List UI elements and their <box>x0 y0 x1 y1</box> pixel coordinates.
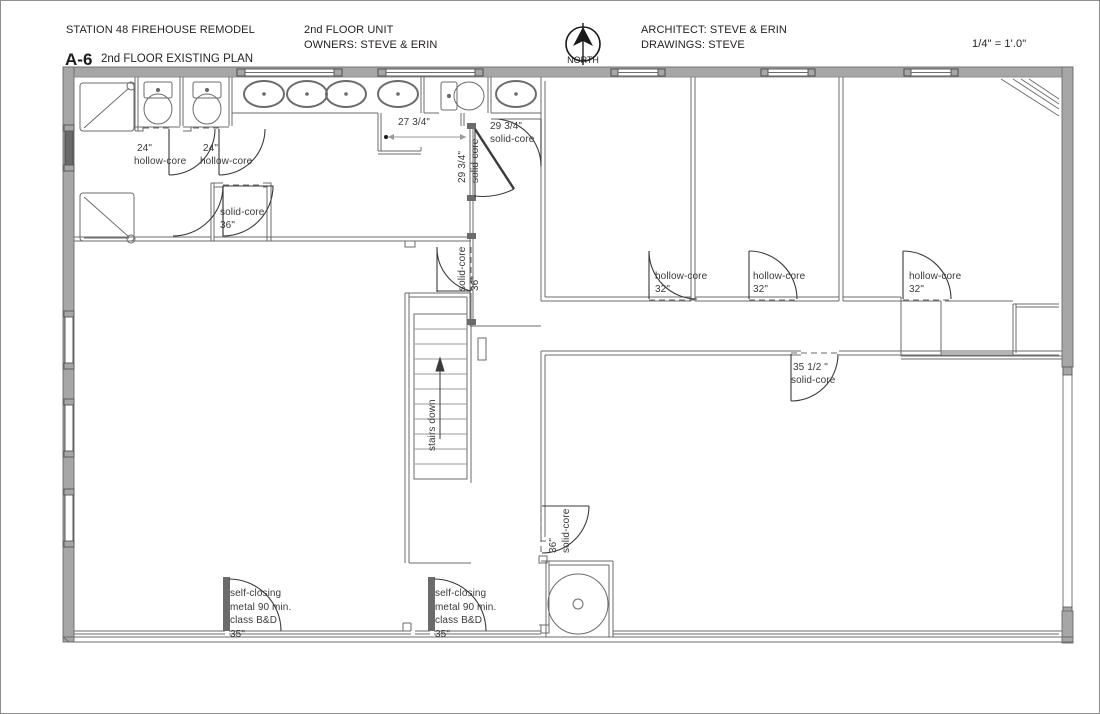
door-label-mid-size: 29 3/4" <box>490 121 523 132</box>
door-swings <box>143 118 952 632</box>
door-label-r1-type: hollow-core <box>655 271 708 282</box>
door-label-midright-type: solid-core <box>791 375 836 386</box>
fire-door-1-line4: 35" <box>230 628 245 640</box>
fire-door-2-line4: 35" <box>435 628 450 640</box>
dimension-line <box>384 134 466 140</box>
door-label-vert-type: solid-core <box>470 138 481 183</box>
shower-fixtures <box>79 81 136 244</box>
fire-door-1-line1: self-closing <box>230 588 282 599</box>
top-wall-windows <box>236 68 959 77</box>
door-label-stair-size: 36" <box>470 276 481 291</box>
scale-label: 1/4" = 1'.0" <box>972 38 1027 50</box>
door-label-hall-size: 36" <box>220 220 235 231</box>
door-label-r2-type: hollow-core <box>753 271 806 282</box>
sheet-number: A-6 <box>65 50 93 69</box>
fire-door-2-line2: metal 90 min. <box>435 601 497 613</box>
door-label-mid-type: solid-core <box>490 134 535 145</box>
door-label-wc2-type: hollow-core <box>200 156 253 167</box>
door-label-hall-type: solid-core <box>220 207 265 218</box>
door-label-midright-size: 35 1/2 " <box>793 362 828 373</box>
north-label: NORTH <box>567 55 599 65</box>
fire-door-label-1: self-closing metal 90 min. class B&D 35" <box>230 587 291 641</box>
door-label-stair-type: solid-core <box>457 246 468 291</box>
page-title: 2nd FLOOR EXISTING PLAN <box>101 53 254 65</box>
sink-fixtures <box>243 80 537 108</box>
toilet-fixtures <box>143 81 485 125</box>
stairs-label: stairs down <box>427 399 438 451</box>
door-label-r3-type: hollow-core <box>909 271 962 282</box>
door-label-r2-size: 32" <box>753 284 768 295</box>
left-wall-windows <box>63 124 75 548</box>
fire-door-label-2: self-closing metal 90 min. class B&D 35" <box>435 587 496 641</box>
dimension-label-lav: 27 3/4" <box>398 117 431 128</box>
door-label-r3-size: 32" <box>909 284 924 295</box>
owners-label: OWNERS: STEVE & ERIN <box>304 39 438 51</box>
sink-drains <box>262 92 518 96</box>
north-arrow-icon <box>562 19 604 69</box>
door-label-wc1-type: hollow-core <box>134 156 187 167</box>
project-title: STATION 48 FIREHOUSE REMODEL <box>66 24 255 36</box>
interior-partitions <box>74 77 1062 637</box>
architect-label: ARCHITECT: STEVE & ERIN <box>641 24 787 36</box>
door-label-wc1-size: 24" <box>137 143 152 154</box>
drawings-label: DRAWINGS: STEVE <box>641 39 745 51</box>
fire-door-2-line3: class B&D <box>435 615 483 626</box>
door-label-low-type: solid-core <box>561 508 572 553</box>
door-label-r1-size: 32" <box>655 284 670 295</box>
unit-label: 2nd FLOOR UNIT <box>304 24 394 36</box>
fire-door-1-line3: class B&D <box>230 615 278 626</box>
door-label-vert-size: 29 3/4" <box>457 150 468 183</box>
fire-door-2-line1: self-closing <box>435 588 487 599</box>
door-label-wc2-size: 24" <box>203 143 218 154</box>
door-label-low-size: 36" <box>548 538 559 553</box>
fire-door-1-line2: metal 90 min. <box>230 601 292 613</box>
